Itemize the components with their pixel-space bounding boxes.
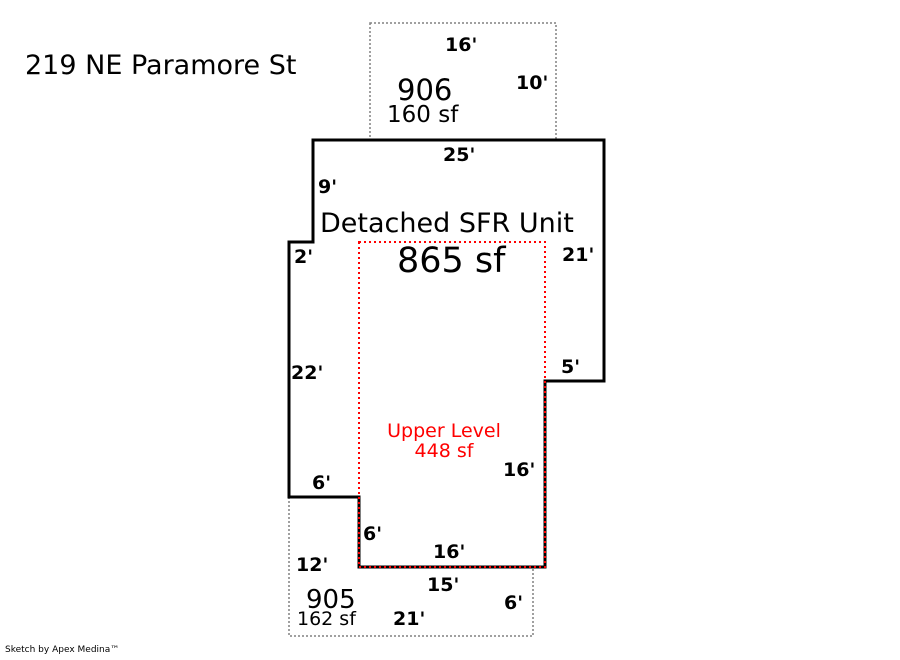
dim-label: 6' bbox=[312, 472, 332, 494]
dim-label: 16' bbox=[445, 34, 478, 56]
dim-label: 6' bbox=[363, 523, 383, 545]
address-title: 219 NE Paramore St bbox=[25, 50, 297, 81]
dim-label: 25' bbox=[443, 144, 476, 166]
dim-label: 5' bbox=[561, 356, 581, 378]
main-unit-area: 865 sf bbox=[397, 241, 506, 281]
dim-label: 16' bbox=[503, 459, 536, 481]
dim-label: 22' bbox=[291, 362, 324, 384]
main-unit-outline bbox=[287, 138, 606, 569]
dim-label: 6' bbox=[504, 592, 524, 614]
dim-label: 21' bbox=[393, 608, 426, 630]
dim-label: 16' bbox=[433, 541, 466, 563]
footer-credit: Sketch by Apex Medina™ bbox=[5, 645, 120, 655]
area-905-outline bbox=[288, 497, 534, 637]
upper-level-area: 448 sf bbox=[414, 440, 474, 462]
dim-label: 2' bbox=[294, 246, 314, 268]
dim-label: 9' bbox=[318, 176, 338, 198]
dim-label: 10' bbox=[516, 72, 549, 94]
dim-label: 15' bbox=[427, 574, 460, 596]
dim-label: 21' bbox=[562, 244, 595, 266]
area-906-size: 160 sf bbox=[387, 102, 459, 128]
dim-label: 12' bbox=[296, 554, 329, 576]
area-905-size: 162 sf bbox=[297, 608, 356, 630]
upper-level-outline bbox=[358, 241, 546, 568]
area-905-code: 905 bbox=[306, 585, 356, 615]
upper-level-name: Upper Level bbox=[387, 420, 501, 442]
main-unit-name: Detached SFR Unit bbox=[320, 208, 574, 239]
area-906-code: 906 bbox=[397, 73, 453, 107]
